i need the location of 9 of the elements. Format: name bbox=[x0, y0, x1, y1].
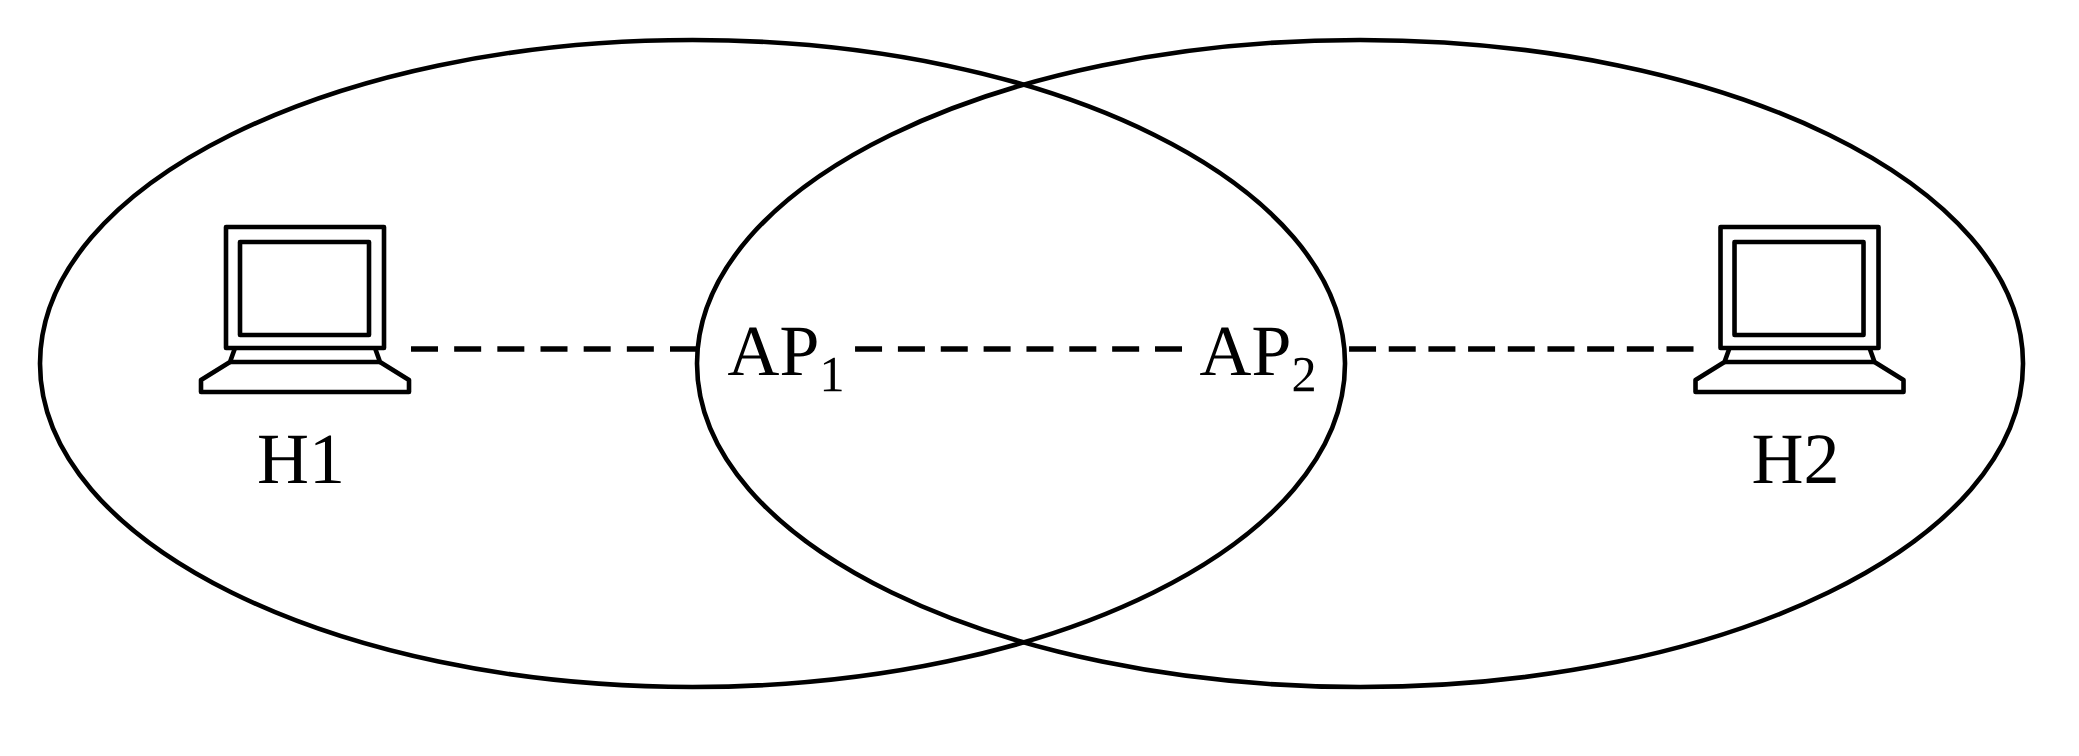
coverage-ellipse bbox=[37, 37, 1348, 690]
access-point-label: AP$_{2}$ bbox=[1200, 327, 1314, 392]
host-label: H2 bbox=[1753, 435, 1836, 483]
dashed-line bbox=[855, 346, 1182, 352]
dashed-line bbox=[1349, 346, 1694, 352]
host-label: H1 bbox=[259, 435, 341, 483]
access-point-label: AP$_{1}$ bbox=[728, 327, 842, 392]
dashed-line bbox=[411, 346, 697, 352]
coverage-ellipse bbox=[694, 37, 2026, 690]
